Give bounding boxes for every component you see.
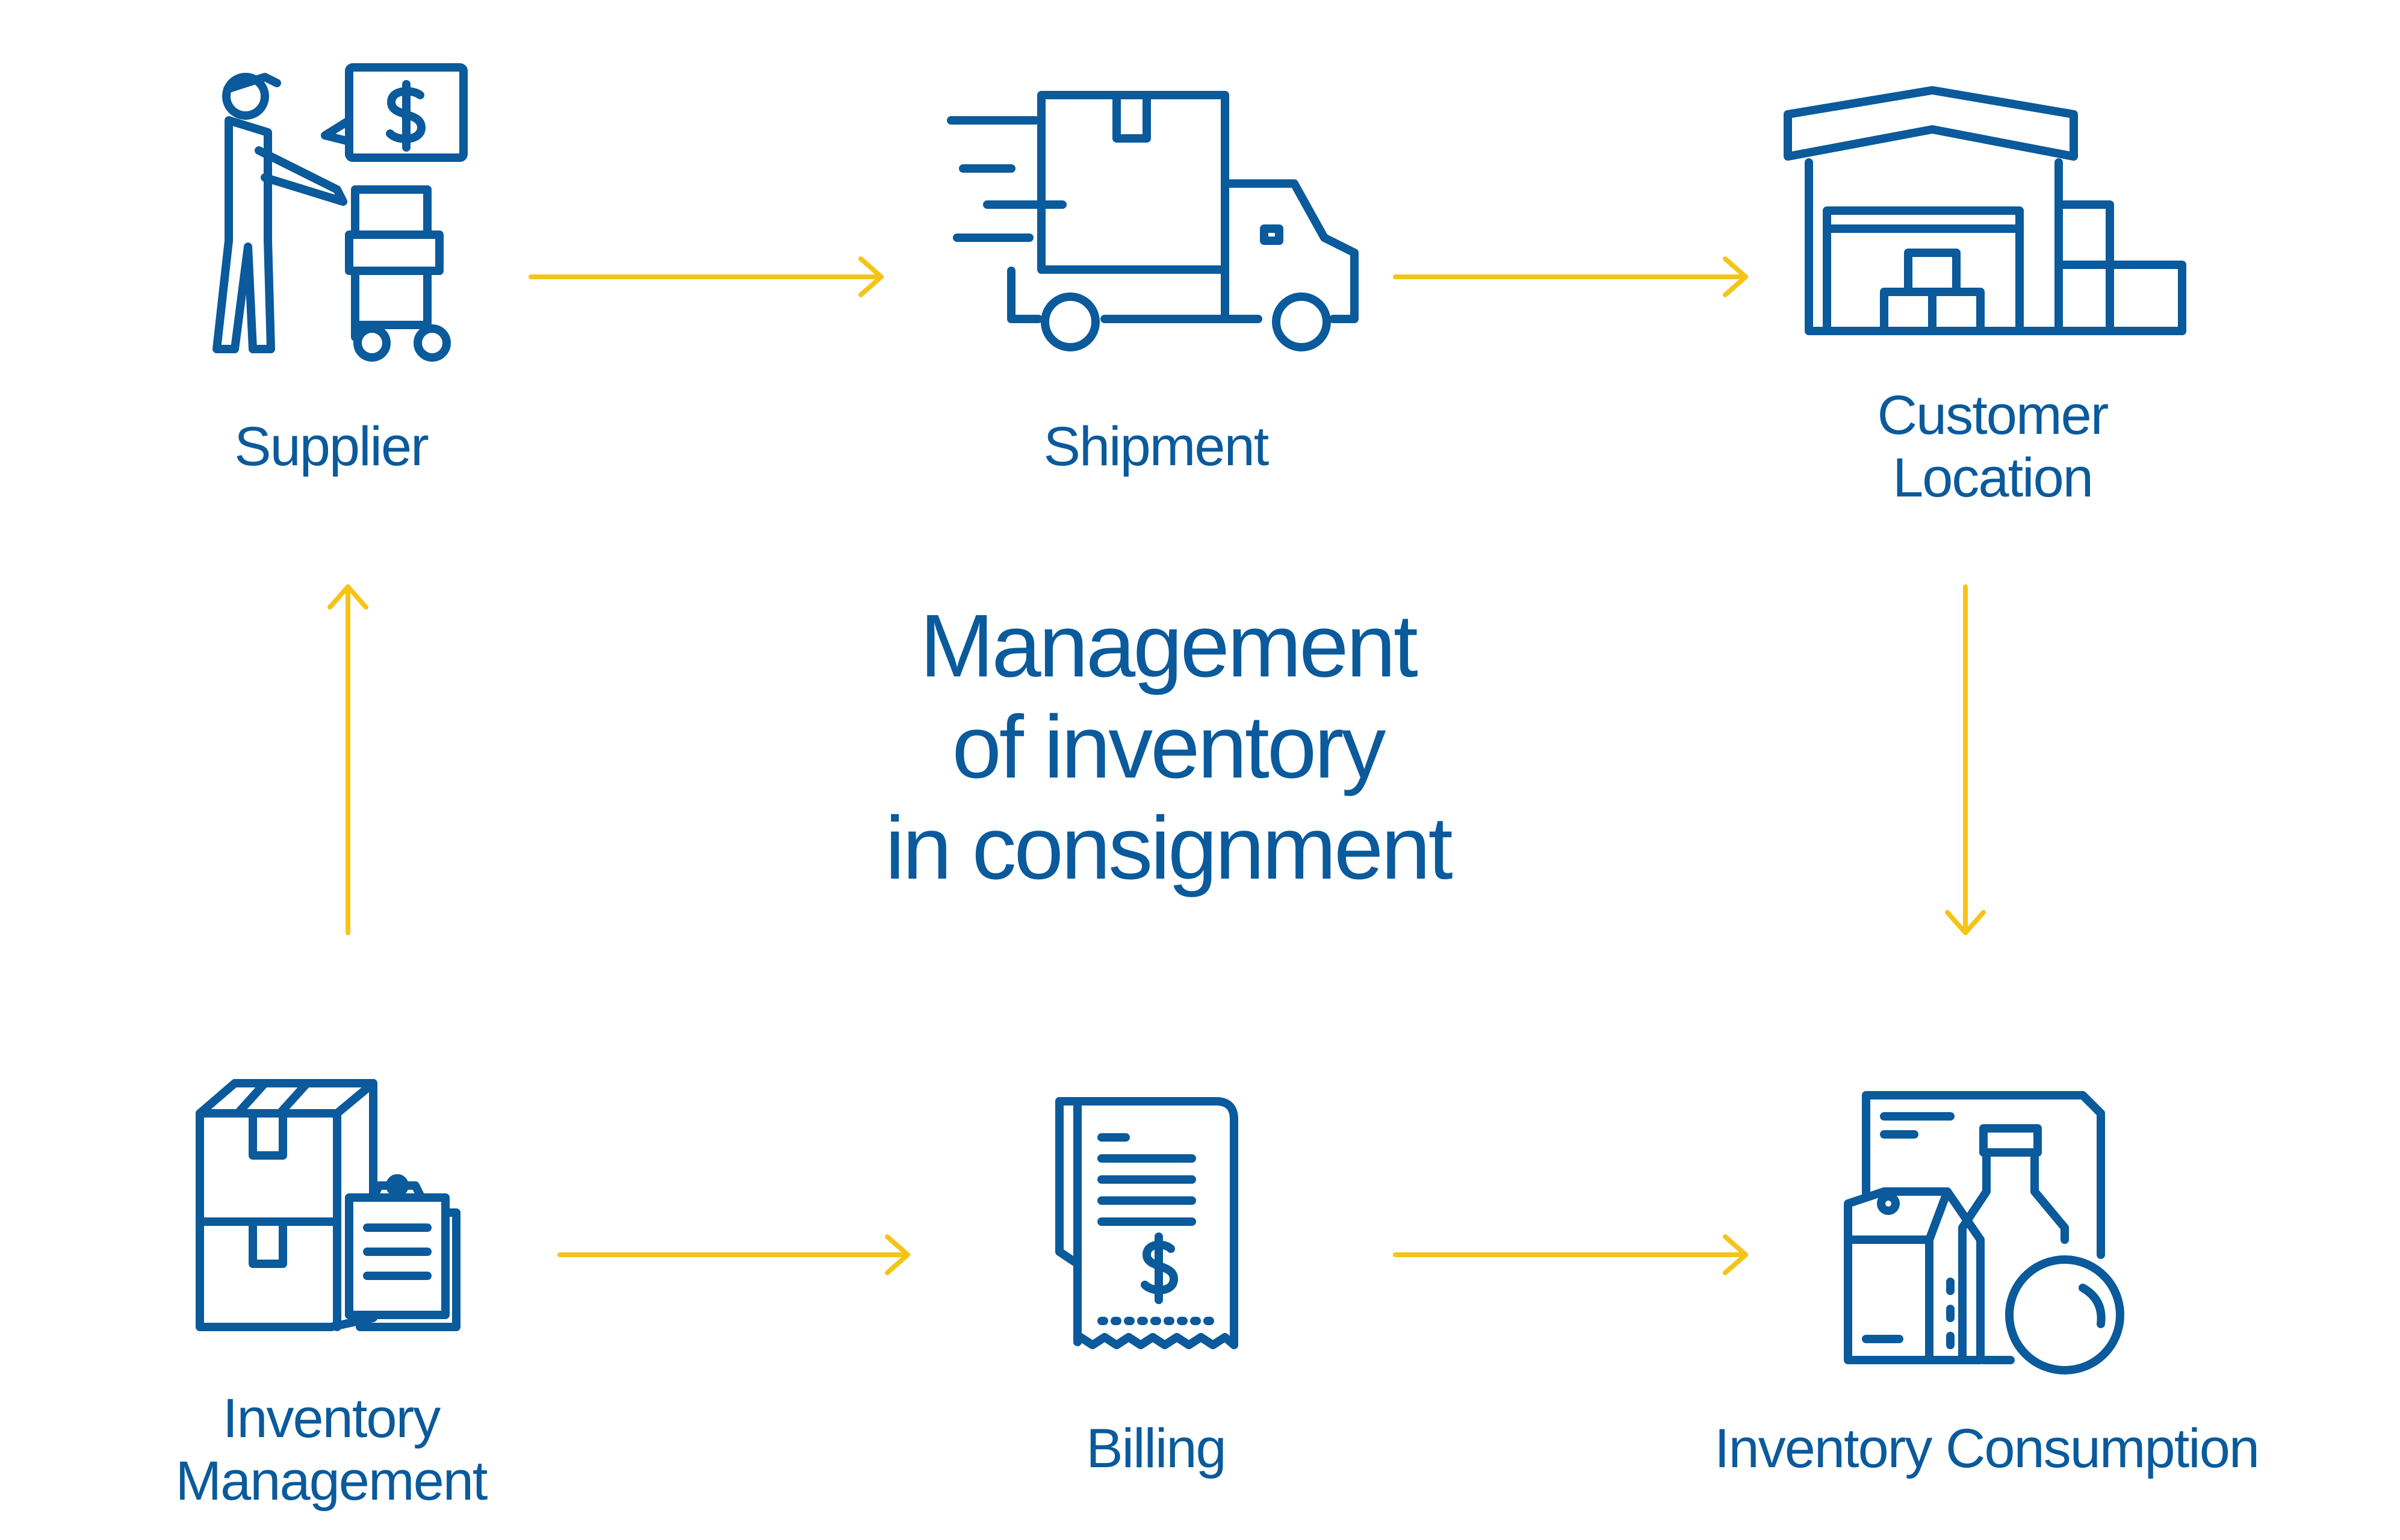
arrow-billing-to-inventory-management <box>557 1234 910 1275</box>
inventory-management-line2: Management <box>175 1450 488 1512</box>
inventory-management-boxes-icon <box>193 1071 470 1348</box>
arrow-shipment-to-customer-location <box>1393 256 1748 297</box>
billing-label-text: Billing <box>1086 1418 1226 1479</box>
diagram-title-line2: of inventory <box>952 697 1386 797</box>
customer-location-line1: Customer <box>1877 385 2109 446</box>
diagram-title-line3: in consignment <box>885 799 1453 898</box>
inventory-management-label: Inventory Management <box>120 1387 542 1512</box>
arrow-inventory-management-to-supplier <box>327 584 368 935</box>
inventory-management-line1: Inventory <box>222 1388 441 1449</box>
arrow-consumption-to-billing <box>1393 1234 1748 1275</box>
inventory-consumption-label-text: Inventory Consumption <box>1714 1418 2260 1479</box>
customer-location-line2: Location <box>1893 447 2094 509</box>
supplier-icon <box>181 60 482 373</box>
arrow-customer-location-to-consumption <box>1945 584 1986 935</box>
shipment-truck-icon <box>939 84 1372 361</box>
inventory-consumption-goods-icon <box>1830 1083 2143 1396</box>
shipment-label-text: Shipment <box>1043 416 1270 477</box>
diagram-title-line1: Management <box>920 596 1418 696</box>
supplier-label: Supplier <box>150 415 512 478</box>
diagram-title: Management of inventory in consignment <box>807 596 1529 899</box>
billing-receipt-icon <box>1047 1089 1252 1360</box>
inventory-consumption-label: Inventory Consumption <box>1655 1417 2318 1480</box>
supplier-label-text: Supplier <box>234 416 429 477</box>
shipment-label: Shipment <box>975 415 1336 478</box>
billing-label: Billing <box>975 1417 1336 1480</box>
warehouse-icon <box>1782 84 2191 337</box>
arrow-supplier-to-shipment <box>529 256 884 297</box>
customer-location-label: Customer Location <box>1782 384 2203 509</box>
